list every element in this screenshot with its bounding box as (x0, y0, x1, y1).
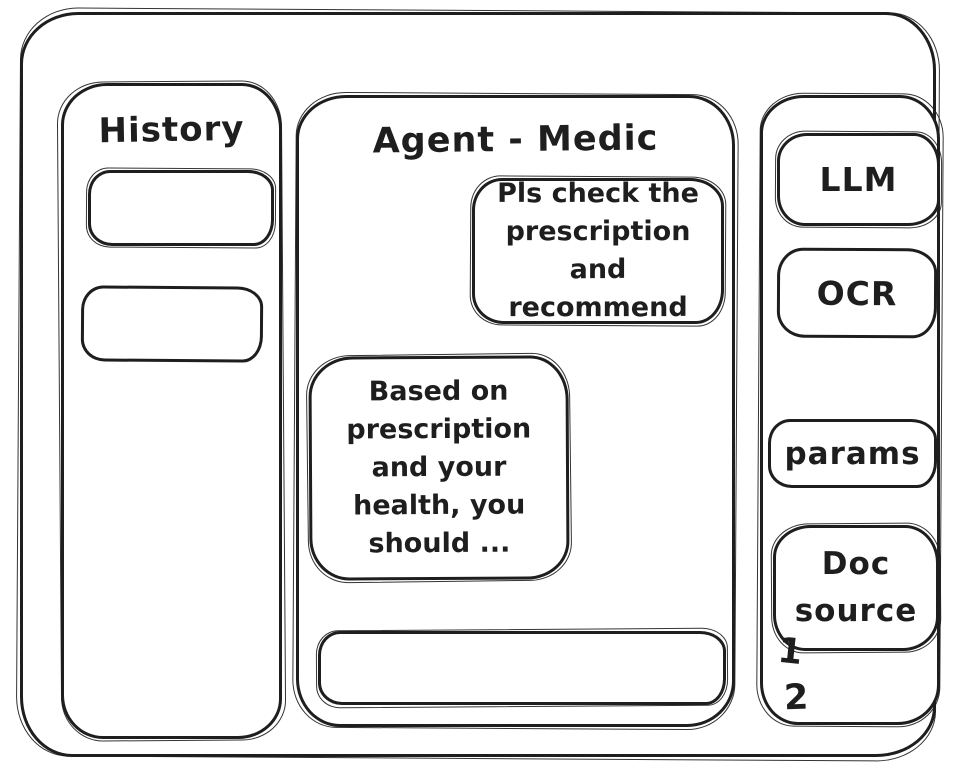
message-input[interactable] (318, 631, 726, 705)
agent-message-bubble: Based on prescription and your health, y… (308, 355, 570, 581)
llm-button-label: LLM (819, 160, 898, 199)
params-button[interactable]: params (768, 419, 937, 488)
tools-sidebar: LLM OCR params Doc source 1 2 (760, 95, 940, 725)
app-window-frame: History Agent - Medic Pls check the pres… (20, 12, 940, 757)
doc-source-button-label: Doc source (794, 546, 918, 629)
llm-button[interactable]: LLM (777, 133, 940, 226)
user-message-bubble: Pls check the prescription and recommend (472, 178, 724, 324)
doc-source-item-1[interactable]: 1 (775, 630, 805, 674)
params-button-label: params (784, 435, 921, 472)
history-item[interactable] (80, 285, 264, 363)
history-item[interactable] (88, 170, 274, 246)
ocr-button-label: OCR (816, 273, 898, 313)
chat-panel: Agent - Medic Pls check the prescription… (296, 95, 735, 727)
user-message-text: Pls check the prescription and recommend (497, 178, 699, 323)
doc-source-button[interactable]: Doc source (773, 525, 939, 651)
doc-source-item-2[interactable]: 2 (783, 677, 810, 719)
history-sidebar: History (61, 83, 282, 739)
history-title: History (98, 108, 245, 152)
agent-message-text: Based on prescription and your health, y… (346, 375, 532, 560)
ocr-button[interactable]: OCR (776, 247, 938, 339)
chat-panel-title: Agent - Medic (372, 118, 659, 162)
